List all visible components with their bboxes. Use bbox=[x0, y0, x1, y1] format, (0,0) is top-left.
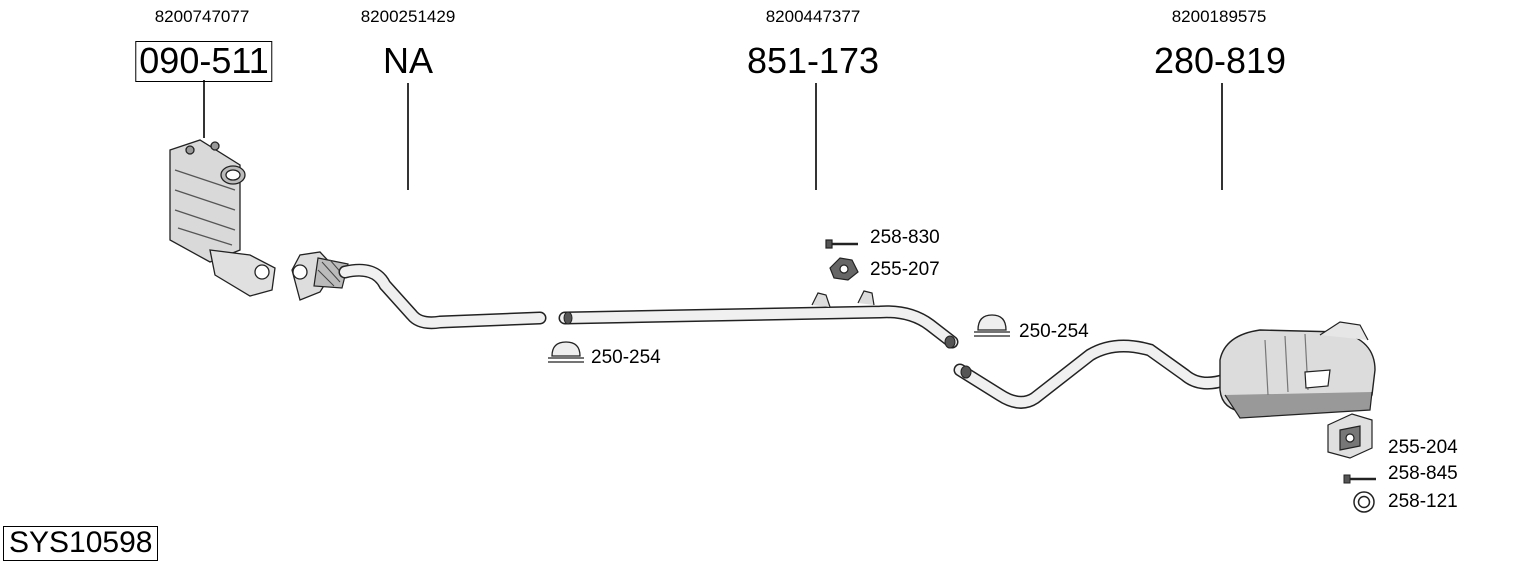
oem-number-middle-pipe: 8200447377 bbox=[765, 7, 861, 26]
part-number-middle-pipe: 851-173 bbox=[746, 40, 880, 81]
hanger-rear-icon bbox=[1327, 413, 1373, 459]
label-ring-rear: 258-121 bbox=[1388, 491, 1458, 512]
ring-rear-icon bbox=[1353, 491, 1375, 513]
bolt-rear-icon bbox=[1343, 474, 1376, 484]
middle-pipe bbox=[558, 290, 959, 349]
system-code: SYS10598 bbox=[3, 526, 159, 561]
oem-number-catalyst: 8200747077 bbox=[154, 7, 250, 26]
label-hanger-rear: 255-204 bbox=[1388, 437, 1458, 458]
hanger-front-icon bbox=[829, 257, 859, 281]
part-number-rear-silencer: 280-819 bbox=[1153, 40, 1287, 81]
front-pipe bbox=[291, 251, 547, 330]
clamp-right-icon bbox=[974, 314, 1010, 337]
clamp-left-icon bbox=[548, 341, 584, 363]
rear-silencer bbox=[953, 321, 1376, 419]
label-clamp-right: 250-254 bbox=[1019, 321, 1089, 342]
part-number-front-pipe: NA bbox=[382, 40, 434, 81]
bolt-front-icon bbox=[825, 239, 858, 249]
label-clamp-left: 250-254 bbox=[591, 347, 661, 368]
label-hanger-front: 255-207 bbox=[870, 259, 940, 280]
oem-number-rear-silencer: 8200189575 bbox=[1171, 7, 1267, 26]
label-bolt-rear: 258-845 bbox=[1388, 463, 1458, 484]
oem-number-front-pipe: 8200251429 bbox=[360, 7, 456, 26]
catalytic-converter bbox=[169, 139, 276, 297]
label-bolt-front: 258-830 bbox=[870, 227, 940, 248]
part-number-catalyst: 090-511 bbox=[135, 41, 273, 82]
